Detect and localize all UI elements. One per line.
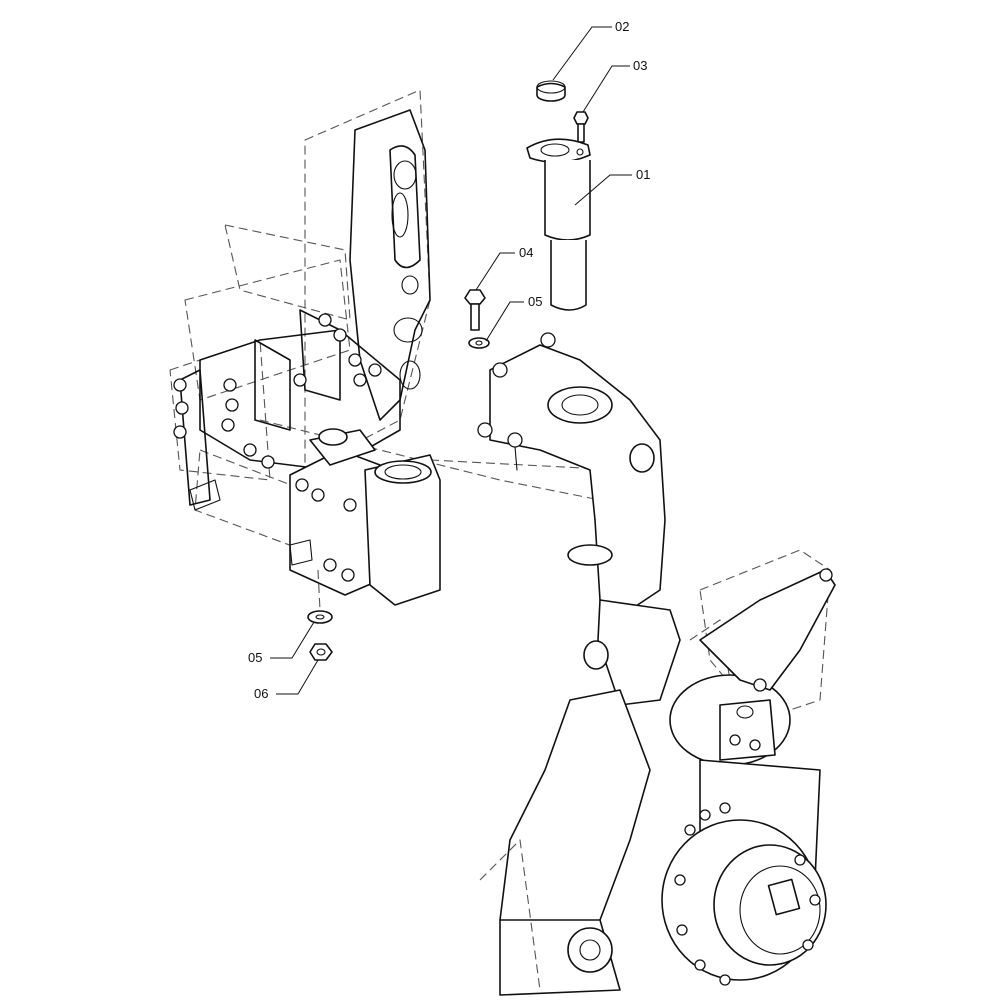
pivot-housing	[189, 428, 441, 606]
small-bolt	[573, 111, 589, 143]
lower-washer	[307, 569, 333, 624]
callout-05-top: 05	[485, 294, 542, 342]
top-arm-right	[699, 568, 836, 692]
callout-02: 02	[552, 19, 629, 81]
callout-04: 04	[475, 245, 533, 291]
washer-05-top	[468, 337, 490, 349]
callout-06-label: 06	[254, 686, 268, 701]
callout-01-label: 01	[636, 167, 650, 182]
callout-06: 06	[254, 659, 319, 701]
callout-04-label: 04	[519, 245, 533, 260]
cap	[536, 80, 566, 102]
flanged-pin	[526, 138, 591, 311]
wheel-hub	[661, 674, 827, 986]
callout-03-label: 03	[633, 58, 647, 73]
callout-01: 01	[574, 167, 650, 206]
lower-nut	[309, 643, 333, 661]
suspension-swing-arm	[479, 549, 831, 996]
callout-03: 03	[582, 58, 647, 113]
bolt-04	[464, 289, 486, 331]
callout-05-bottom: 05	[248, 621, 315, 665]
callout-05-bottom-label: 05	[248, 650, 262, 665]
chassis-frame	[169, 89, 621, 561]
callout-02-label: 02	[615, 19, 629, 34]
steering-arm	[477, 332, 681, 706]
frame-bolts	[173, 313, 382, 469]
callout-05-top-label: 05	[528, 294, 542, 309]
